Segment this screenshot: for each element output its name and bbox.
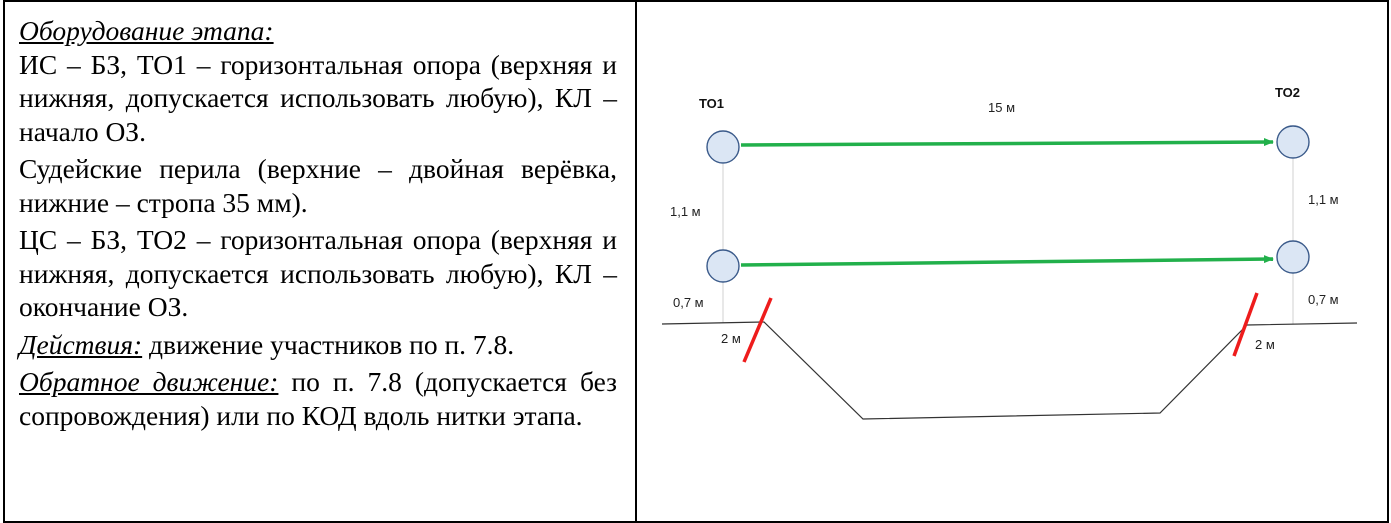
actions-text: движение участников по п. 7.8. — [142, 328, 515, 360]
span-label: 15 м — [988, 100, 1015, 115]
ravine-profile — [661, 321, 1358, 420]
equipment-line-1: ИС – БЗ, ТО1 – горизонтальная опора (вер… — [19, 48, 617, 147]
to1-upper-node — [706, 130, 740, 164]
equipment-heading: Оборудование этапа: — [19, 14, 617, 48]
left-edge-marker — [742, 297, 773, 363]
equipment-line-3: ЦС – БЗ, ТО2 – горизонтальная опора (вер… — [19, 224, 617, 322]
return-text: по п. 7.8 (допускается без сопровождения… — [19, 366, 617, 431]
equipment-line-2: Судейские перила (верхние – двойная верё… — [19, 153, 617, 218]
stage-description: Оборудование этапа: ИС – БЗ, ТО1 – гориз… — [19, 14, 617, 432]
low-label-left: 0,7 м — [673, 295, 704, 310]
to2-lower-node — [1276, 240, 1310, 274]
low-label-right: 0,7 м — [1308, 292, 1339, 307]
edge-label-left: 2 м — [721, 331, 741, 346]
actions-paragraph: Действия: движение участников по п. 7.8. — [19, 328, 617, 362]
upper-rope — [740, 138, 1274, 147]
lower-rope — [740, 255, 1274, 267]
actions-heading: Действия: — [19, 328, 143, 360]
stage-diagram: ТО1 ТО2 15 м 1,1 м 1,1 м 0,7 м 0,7 м 2 м… — [661, 85, 1358, 420]
height-label-right: 1,1 м — [1308, 192, 1339, 207]
to2-upper-node — [1276, 125, 1310, 159]
to1-label: ТО1 — [699, 96, 724, 111]
equipment-heading-text: Оборудование этапа: — [19, 15, 274, 46]
return-heading: Обратное движение: — [19, 366, 279, 397]
to1-lower-node — [706, 249, 740, 283]
right-edge-marker — [1232, 292, 1259, 357]
height-label-left: 1,1 м — [670, 204, 701, 219]
edge-label-right: 2 м — [1255, 337, 1275, 352]
diagram-cell: ТО1 ТО2 15 м 1,1 м 1,1 м 0,7 м 0,7 м 2 м… — [635, 0, 1389, 523]
return-paragraph: Обратное движение: по п. 7.8 (допускаетс… — [19, 365, 617, 432]
to2-label: ТО2 — [1275, 85, 1300, 100]
text-cell: Оборудование этапа: ИС – БЗ, ТО1 – гориз… — [3, 0, 635, 523]
